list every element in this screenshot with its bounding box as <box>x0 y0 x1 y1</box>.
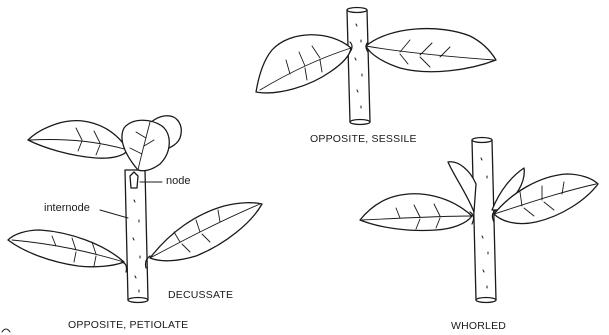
node-label: node <box>166 176 190 187</box>
internode-label: internode <box>44 203 90 214</box>
decussate-caption: DECUSSATE <box>168 290 233 301</box>
whorled-left-leaf <box>360 194 472 231</box>
whorled-plant <box>360 138 598 303</box>
sessile-stem <box>347 10 370 122</box>
decussate-stem <box>125 170 148 300</box>
opposite-sessile-plant <box>256 8 496 125</box>
decussate-lower-right-leaf <box>150 203 262 261</box>
whorled-stem <box>472 140 496 300</box>
opposite-petiolate-caption: OPPOSITE, PETIOLATE <box>68 320 188 331</box>
whorled-stem-bottom <box>476 298 496 303</box>
decussate-lower-left-leaf <box>8 230 124 267</box>
sessile-stem-bottom <box>350 120 370 125</box>
whorled-caption: WHORLED <box>451 321 506 332</box>
node-bud <box>130 172 138 188</box>
whorled-stem-top <box>472 138 492 143</box>
sessile-stem-top <box>347 8 367 13</box>
opposite-sessile-caption: OPPOSITE, SESSILE <box>310 134 417 145</box>
decussate-stem-bottom <box>128 298 148 303</box>
sessile-right-leaf <box>366 29 496 72</box>
corner-mark <box>2 329 10 332</box>
internode-pointer <box>100 210 128 218</box>
